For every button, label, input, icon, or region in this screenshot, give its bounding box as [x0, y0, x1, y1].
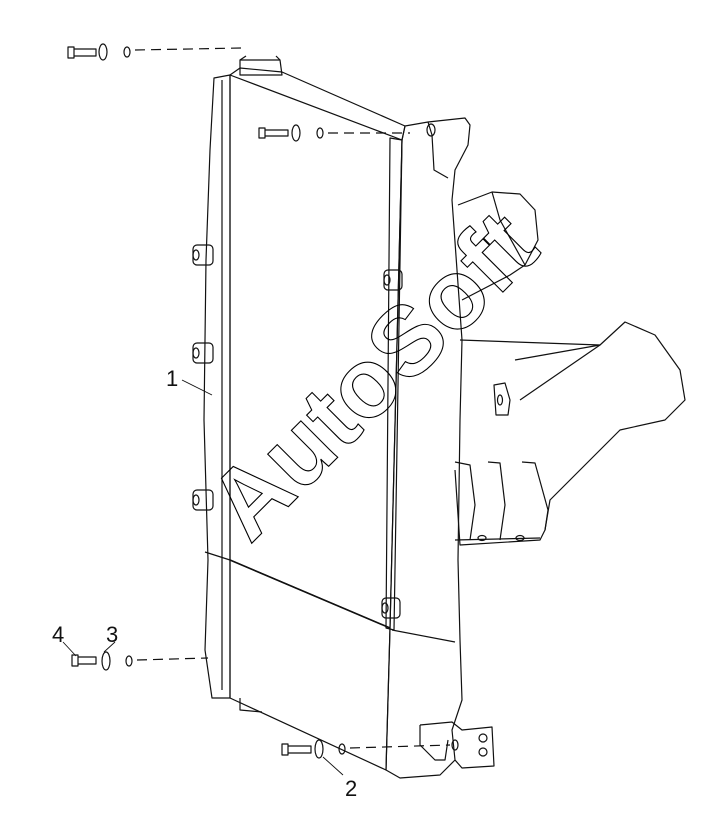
- left-plate-bosses: [192, 244, 214, 511]
- leader-3: [103, 641, 116, 653]
- bottom-bracket: [419, 721, 495, 769]
- right-edge-bosses: [381, 269, 403, 619]
- callout-4: 4: [52, 622, 64, 647]
- top-bolt-set: [67, 43, 243, 61]
- lower-tank-face: [229, 559, 391, 771]
- bottom-bolt-set: [281, 739, 451, 759]
- top-boss: [239, 59, 283, 76]
- lower-bolt-set: [71, 651, 209, 671]
- watermark-text: AutoSoft: [187, 190, 557, 560]
- left-side-plate: [203, 74, 231, 699]
- leader-4: [62, 641, 77, 657]
- upper-inlet-pipe: [457, 191, 539, 301]
- leader-1: [181, 379, 213, 396]
- callout-2: 2: [345, 776, 357, 801]
- side-tank: [385, 117, 471, 779]
- callout-1: 1: [166, 366, 178, 391]
- radiator-assembly: [192, 55, 406, 771]
- upper-bolt-set: [258, 124, 410, 142]
- outlet-duct: [454, 321, 686, 546]
- bottom-foot: [239, 698, 263, 713]
- leader-2: [322, 756, 344, 776]
- callout-3: 3: [106, 622, 118, 647]
